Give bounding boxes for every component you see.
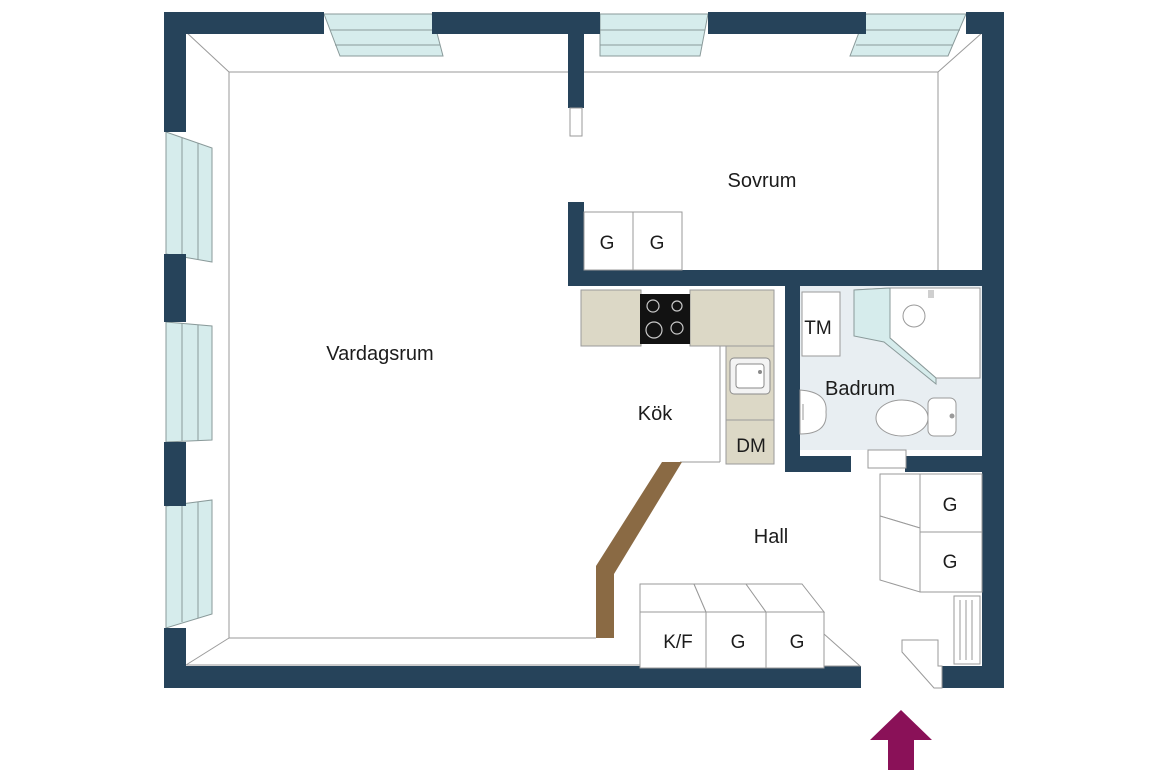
fixture-label-bedroom-wardrobe-1: G <box>600 233 615 254</box>
fixture-label-bedroom-wardrobe-2: G <box>650 233 665 254</box>
room-label-hall: Hall <box>754 526 788 548</box>
fixture-label-hall-wardrobe-3: G <box>943 495 958 516</box>
fixture-label-hall-wardrobe-2: G <box>790 632 805 653</box>
hall-wardrobes-right <box>867 449 983 593</box>
window-left-3 <box>165 499 213 629</box>
entrance-door-leaf <box>901 639 943 689</box>
wooden-partition <box>596 462 682 638</box>
radiator <box>953 595 981 665</box>
window-top-3 <box>849 13 967 57</box>
washbasin-icon <box>799 389 827 435</box>
fixture-label-washing-machine: TM <box>804 318 831 339</box>
entrance-arrow-icon <box>870 710 932 770</box>
toilet-icon <box>875 397 957 437</box>
room-label-kitchen: Kök <box>638 403 673 425</box>
bedroom-wardrobes <box>583 211 683 271</box>
window-top-1 <box>323 13 444 57</box>
hall-wardrobes-bottom <box>639 583 862 669</box>
dishwasher-cabinet <box>725 419 775 465</box>
fixture-label-hall-wardrobe-4: G <box>943 552 958 573</box>
exterior-walls <box>164 12 1004 688</box>
window-top-2 <box>599 13 709 57</box>
window-left-2 <box>165 321 213 443</box>
bedroom-door-stub <box>569 107 583 137</box>
fixture-label-fridge-freezer: K/F <box>663 632 693 653</box>
kitchen-sink-icon <box>729 357 771 395</box>
stove-icon <box>640 294 690 344</box>
interior-walls <box>568 34 982 472</box>
window-left-1 <box>165 131 213 263</box>
fixture-label-dishwasher: DM <box>736 436 766 457</box>
washing-machine <box>801 291 841 357</box>
shower-icon <box>853 287 981 386</box>
fixture-label-hall-wardrobe-1: G <box>731 632 746 653</box>
room-label-bedroom: Sovrum <box>728 170 797 192</box>
room-label-bathroom: Badrum <box>825 378 895 400</box>
room-label-living: Vardagsrum <box>326 343 433 365</box>
